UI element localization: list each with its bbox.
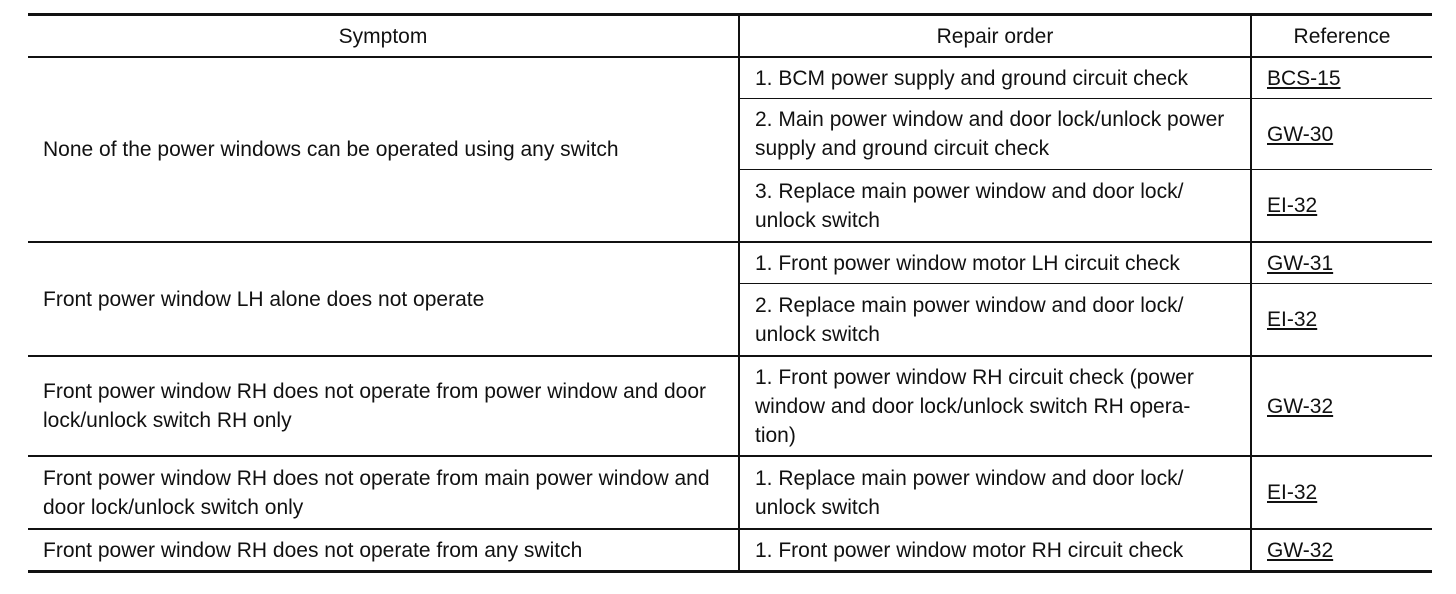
table-row: None of the power windows can be operate… [28, 56, 1432, 242]
reference-cell: BCS-15 [1251, 56, 1432, 99]
header-repair-order: Repair order [739, 14, 1252, 57]
reference-cell: EI-32 [1251, 455, 1432, 529]
repair-step: 2. Replace main power window and door lo… [739, 283, 1252, 356]
header-row: Symptom Repair order Reference [28, 14, 1432, 57]
reference-link[interactable]: EI-32 [1267, 308, 1318, 331]
reference-link[interactable]: EI-32 [1267, 481, 1318, 504]
repair-step: 3. Replace main power window and door lo… [739, 169, 1252, 242]
reference-link[interactable]: GW-32 [1267, 394, 1334, 418]
symptom-cell: Front power window LH alone does not ope… [28, 241, 740, 356]
repair-step: 2. Main power window and door lock/unloc… [739, 98, 1252, 170]
repair-step: 1. BCM power supply and ground circuit c… [739, 56, 1252, 99]
reference-cell: EI-32 [1251, 283, 1432, 356]
reference-link[interactable]: EI-32 [1267, 194, 1318, 217]
reference-link[interactable]: GW-32 [1267, 538, 1334, 562]
repair-step: 1. Replace main power window and door lo… [739, 455, 1252, 529]
reference-cell: GW-32 [1251, 528, 1432, 572]
table-row: Front power window RH does not operate f… [28, 528, 1432, 572]
repair-step: 1. Front power window motor LH circuit c… [739, 241, 1252, 284]
symptom-cell: Front power window RH does not operate f… [28, 455, 740, 529]
reference-link[interactable]: BCS-15 [1267, 66, 1341, 90]
table-row: Front power window RH does not operate f… [28, 355, 1432, 456]
table-row: 3. Replace main power window and door lo… [28, 169, 1432, 242]
reference-cell: EI-32 [1251, 169, 1432, 242]
symptom-cell: None of the power windows can be operate… [28, 56, 740, 242]
table-row: Front power window LH alone does not ope… [28, 241, 1432, 356]
symptom-cell: Front power window RH does not operate f… [28, 528, 740, 572]
repair-step: 1. Front power window motor RH circuit c… [739, 528, 1252, 572]
table-row: Front power window RH does not operate f… [28, 455, 1432, 529]
repair-step: 1. Front power window RH circuit check (… [739, 355, 1252, 456]
reference-cell: GW-32 [1251, 355, 1432, 456]
reference-link[interactable]: GW-30 [1267, 122, 1334, 146]
reference-cell: GW-30 [1251, 98, 1432, 170]
symptom-table: Symptom Repair order Reference None of t… [28, 13, 1432, 573]
header-symptom: Symptom [28, 14, 740, 57]
symptom-cell: Front power window RH does not operate f… [28, 355, 740, 456]
table-row: 2. Main power window and door lock/unloc… [28, 98, 1432, 170]
reference-link[interactable]: GW-31 [1267, 251, 1334, 275]
table-row: 2. Replace main power window and door lo… [28, 283, 1432, 356]
reference-cell: GW-31 [1251, 241, 1432, 284]
header-reference: Reference [1293, 24, 1391, 48]
